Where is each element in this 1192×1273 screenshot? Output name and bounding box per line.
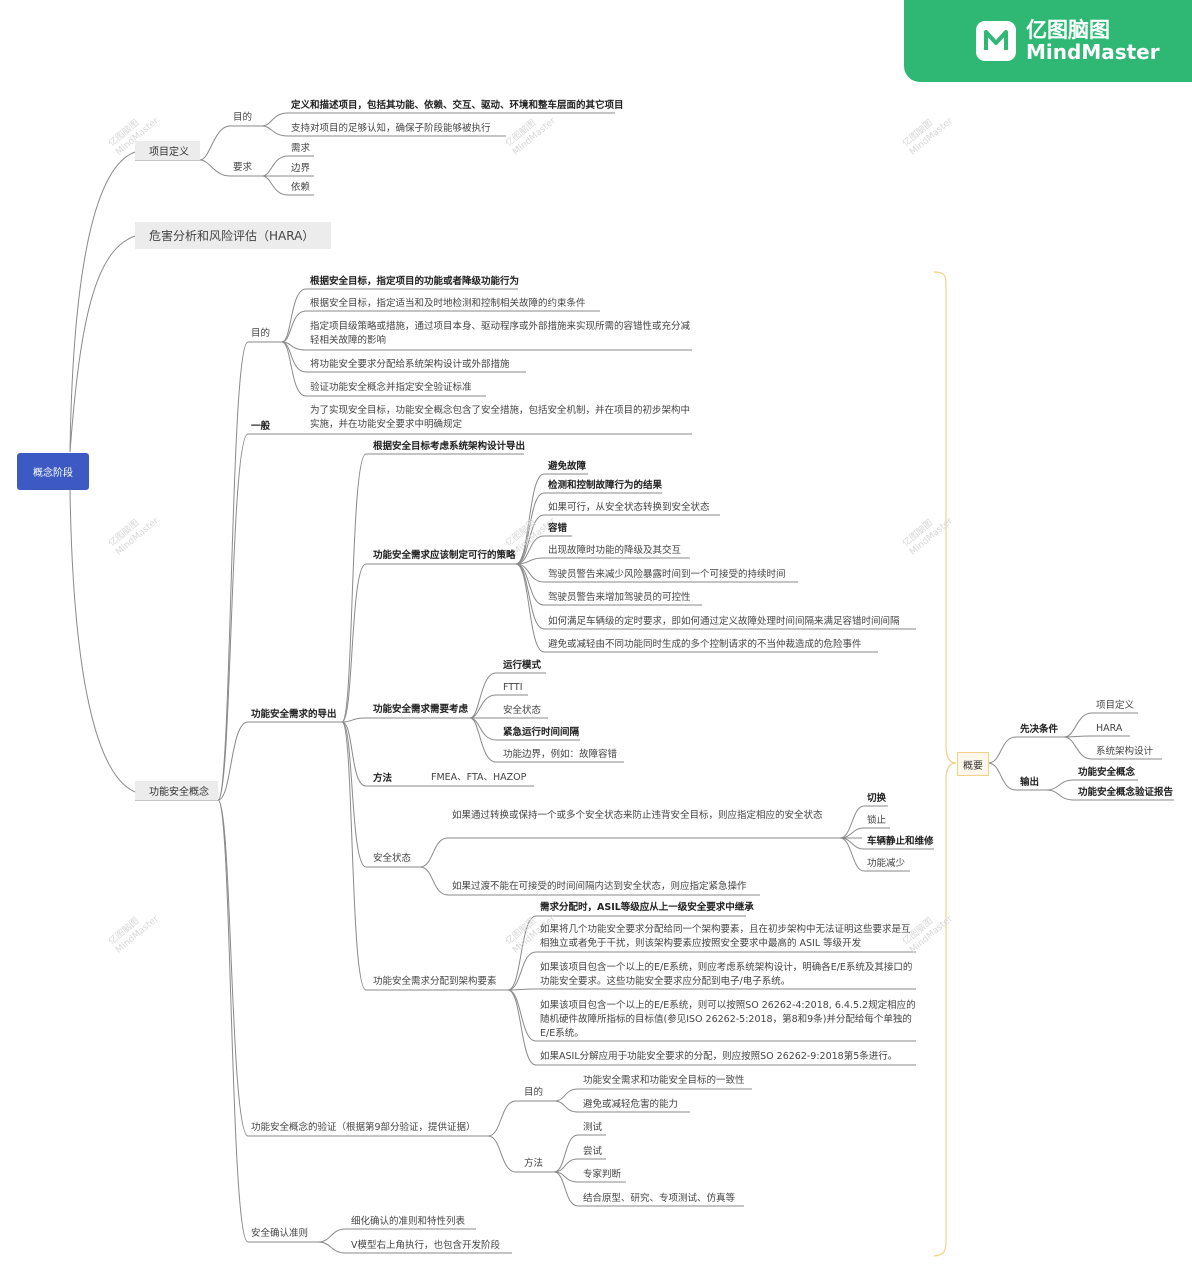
node-leaf[interactable]: 功能边界，例如：故障容错 [503, 749, 618, 760]
node-leaf[interactable]: HARA [1096, 723, 1123, 734]
node-leaf[interactable]: V模型右上角执行，也包含开发阶段 [351, 1240, 500, 1251]
node-leaf[interactable]: 功能减少 [867, 858, 906, 869]
node-leaf[interactable]: 如果通过转换或保持一个或多个安全状态来防止违背安全目标，则应指定相应的安全状态 [452, 810, 823, 821]
node-leaf[interactable]: 如果过渡不能在可接受的时间间隔内达到安全状态，则应指定紧急操作 [452, 881, 747, 892]
node-leaf[interactable]: 为了实现安全目标，功能安全概念包含了安全措施，包括安全机制，并在项目的初步架构中… [310, 405, 691, 430]
node-leaf[interactable]: 依赖 [291, 182, 311, 193]
node-leaf[interactable]: 边界 [291, 163, 311, 174]
node-leaf[interactable]: 需求分配时，ASIL等级应从上一级安全要求中继承 [540, 902, 754, 913]
node-hara[interactable]: 危害分析和风险评估（HARA） [135, 222, 331, 249]
node-fsc-derive[interactable]: 功能安全需求的导出 [251, 709, 337, 720]
node-fsc-criteria[interactable]: 安全确认准则 [251, 1228, 309, 1239]
node-fsc-purpose[interactable]: 目的 [251, 328, 271, 339]
node-leaf[interactable]: FMEA、FTA、HAZOP [431, 772, 527, 783]
node-leaf[interactable]: 尝试 [583, 1146, 603, 1157]
node-leaf[interactable]: 安全状态 [503, 705, 542, 716]
node-derive-alloc[interactable]: 功能安全需求分配到架构要素 [373, 976, 497, 987]
node-leaf[interactable]: 如果ASIL分解应用于功能安全要求的分配，则应按照SO 26262-9:2018… [540, 1051, 898, 1062]
node-derive-safe-state[interactable]: 安全状态 [373, 853, 412, 864]
brand-banner: 亿图脑图 MindMaster [904, 0, 1192, 82]
node-leaf[interactable]: 紧急运行时间间隔 [503, 727, 580, 738]
node-leaf[interactable]: 功能安全概念 [1078, 767, 1136, 778]
node-leaf[interactable]: 如果可行，从安全状态转换到安全状态 [548, 502, 710, 513]
node-leaf[interactable]: 驾驶员警告来增加驾驶员的可控性 [548, 592, 691, 603]
node-leaf[interactable]: FTTI [503, 682, 523, 693]
node-summary[interactable]: 概要 [957, 752, 989, 776]
node-leaf[interactable]: 支持对项目的足够认知，确保子阶段能够被执行 [291, 123, 491, 134]
node-derive-method[interactable]: 方法 [373, 773, 393, 784]
node-item-purpose[interactable]: 目的 [233, 112, 253, 123]
node-leaf[interactable]: 出现故障时功能的降级及其交互 [548, 545, 682, 556]
node-leaf[interactable]: 将功能安全要求分配给系统架构设计或外部措施 [310, 359, 510, 370]
node-leaf[interactable]: 根据安全目标考虑系统架构设计导出 [373, 441, 526, 452]
node-verify-method[interactable]: 方法 [524, 1158, 544, 1169]
node-derive-consider[interactable]: 功能安全需求需要考虑 [373, 704, 469, 715]
node-leaf[interactable]: 如果该项目包含一个以上的E/E系统，则可以按照SO 26262-4:2018, … [540, 1000, 916, 1039]
node-leaf[interactable]: 容错 [548, 523, 568, 534]
node-leaf[interactable]: 指定项目级策略或措施，通过项目本身、驱动程序或外部措施来实现所需的容错性或充分减… [310, 321, 691, 346]
brand-name-en: MindMaster [1026, 40, 1160, 64]
node-summary-out[interactable]: 输出 [1020, 777, 1040, 788]
node-leaf[interactable]: 如果将几个功能安全要求分配给同一个架构要素，且在初步架构中无法证明这些要求是互相… [540, 924, 911, 949]
node-leaf[interactable]: 功能安全需求和功能安全目标的一致性 [583, 1075, 745, 1086]
node-leaf[interactable]: 根据安全目标，指定项目的功能或者降级功能行为 [310, 276, 520, 287]
node-leaf[interactable]: 测试 [583, 1122, 603, 1133]
node-leaf[interactable]: 验证功能安全概念并指定安全验证标准 [310, 382, 472, 393]
node-leaf[interactable]: 如果该项目包含一个以上的E/E系统，则应考虑系统架构设计，明确各E/E系统及其接… [540, 962, 913, 987]
brand-name-cn: 亿图脑图 [1026, 18, 1110, 42]
node-leaf[interactable]: 避免故障 [548, 461, 587, 472]
node-verify-purpose[interactable]: 目的 [524, 1087, 544, 1098]
node-leaf[interactable]: 如何满足车辆级的定时要求，即如何通过定义故障处理时间间隔来满足容错时间间隔 [548, 616, 900, 627]
node-leaf[interactable]: 车辆静止和维修 [867, 836, 934, 847]
node-leaf[interactable]: 检测和控制故障行为的结果 [548, 480, 663, 491]
node-leaf[interactable]: 切换 [867, 793, 887, 804]
node-leaf[interactable]: 锁止 [867, 815, 887, 826]
node-leaf[interactable]: 根据安全目标，指定适当和及时地检测和控制相关故障的约束条件 [310, 298, 586, 309]
node-leaf[interactable]: 细化确认的准则和特性列表 [351, 1216, 466, 1227]
node-leaf[interactable]: 专家判断 [583, 1169, 622, 1180]
mindmaster-logo-icon [976, 21, 1016, 61]
node-leaf[interactable]: 驾驶员警告来减少风险暴露时间到一个可接受的持续时间 [548, 569, 786, 580]
node-item-definition[interactable]: 项目定义 [135, 141, 200, 160]
node-leaf[interactable]: 避免或减轻危害的能力 [583, 1099, 679, 1110]
node-leaf[interactable]: 项目定义 [1096, 700, 1135, 711]
node-leaf[interactable]: 系统架构设计 [1096, 746, 1154, 757]
root-node[interactable]: 概念阶段 [17, 453, 89, 490]
node-fsc-general[interactable]: 一般 [251, 421, 271, 432]
node-leaf[interactable]: 避免或减轻由不同功能同时生成的多个控制请求的不当仲裁造成的危险事件 [548, 639, 862, 650]
node-leaf[interactable]: 功能安全概念验证报告 [1078, 787, 1174, 798]
node-item-req[interactable]: 要求 [233, 162, 253, 173]
node-derive-strategy[interactable]: 功能安全需求应该制定可行的策略 [373, 550, 516, 561]
node-fsc-verify[interactable]: 功能安全概念的验证（根据第9部分验证，提供证据） [251, 1122, 476, 1133]
node-fsc[interactable]: 功能安全概念 [135, 781, 218, 800]
node-leaf[interactable]: 需求 [291, 143, 311, 154]
node-summary-pre[interactable]: 先决条件 [1020, 724, 1059, 735]
node-leaf[interactable]: 结合原型、研究、专项测试、仿真等 [583, 1193, 736, 1204]
node-leaf[interactable]: 运行模式 [503, 660, 542, 671]
node-leaf[interactable]: 定义和描述项目，包括其功能、依赖、交互、驱动、环境和整车层面的其它项目 [291, 100, 624, 111]
